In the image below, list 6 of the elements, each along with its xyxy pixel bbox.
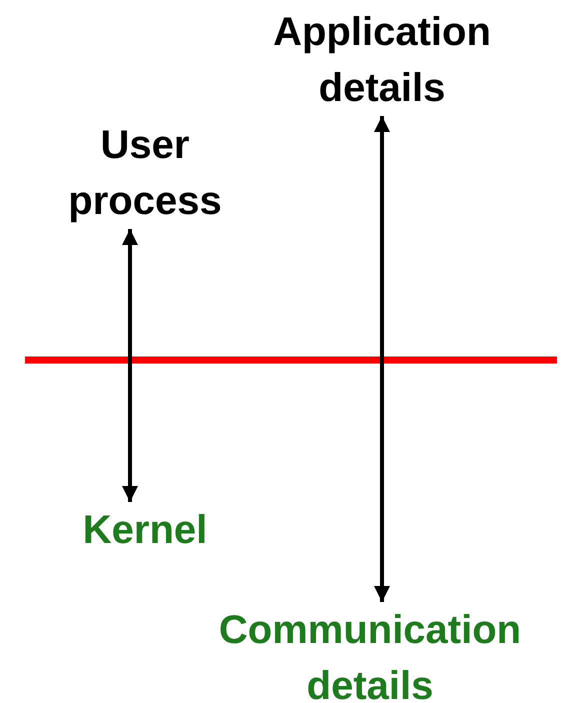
text-label: Kernel: [45, 502, 245, 558]
double-arrow: [122, 229, 138, 502]
double-arrow: [374, 116, 390, 602]
text-label: User process: [45, 117, 245, 229]
text-label: Communication details: [180, 602, 560, 703]
text-label: Application details: [232, 4, 532, 116]
